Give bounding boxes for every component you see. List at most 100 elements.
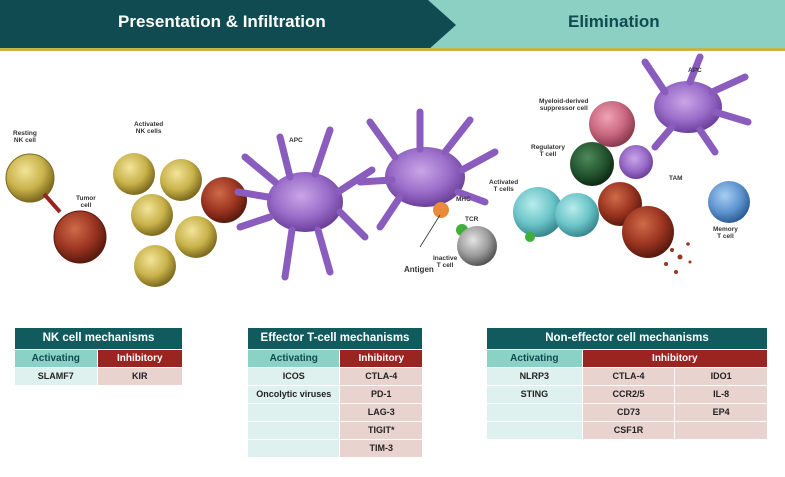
label-line: Activated	[134, 121, 164, 128]
inhibitory-cell: LAG-3	[340, 404, 422, 421]
activating-cell: ICOS	[248, 368, 341, 385]
table-row: TIGIT*	[248, 422, 422, 440]
table-row: Oncolytic viruses PD-1	[248, 386, 422, 404]
header-inhibitory: Inhibitory	[97, 350, 182, 367]
label-line: Memory	[713, 226, 738, 233]
activating-cell	[487, 404, 583, 421]
label-line: Myeloid-derived	[539, 98, 589, 105]
non-effector-cell-mechanisms-table: Non-effector cell mechanisms Activating …	[487, 328, 767, 439]
table-row: CD73 EP4	[487, 404, 767, 422]
header-activating: Activating	[15, 350, 98, 367]
tcr-receptor	[525, 232, 535, 242]
activated-nk-cell	[131, 194, 173, 236]
activated-nk-cell	[160, 159, 202, 201]
label-line: T cell	[539, 151, 557, 159]
immune-cell-illustration	[5, 53, 752, 287]
inactive-t-cell	[457, 226, 497, 266]
regulatory-t-cell	[570, 142, 614, 186]
activating-cell: STING	[487, 386, 583, 403]
apc-cell	[234, 126, 376, 281]
inhibitory-cell: CTLA-4	[340, 368, 422, 385]
activating-cell	[248, 404, 341, 421]
banner-presentation-arrow	[0, 0, 456, 50]
activated-nk-cell	[113, 153, 155, 195]
apc-cell	[641, 53, 752, 156]
effector-t-cell-mechanisms-table: Effector T-cell mechanisms Activating In…	[248, 328, 422, 457]
inhibitory-cell: KIR	[97, 368, 182, 385]
inhibitory-cell: CTLA-4	[582, 368, 676, 385]
activating-cell: SLAMF7	[15, 368, 98, 385]
label-activated-nk: Activated NK cells	[134, 121, 163, 136]
activating-cell: Oncolytic viruses	[248, 386, 341, 403]
label-line: Activated	[489, 179, 519, 186]
label-line: suppressor cell	[539, 105, 588, 113]
myeloid-derived-suppressor-cell	[589, 101, 635, 147]
label-line: Inactive	[433, 255, 458, 262]
table-row: TIM-3	[248, 440, 422, 457]
activated-nk-cell	[175, 216, 217, 258]
label-resting-nk: Resting NK cell	[13, 130, 37, 145]
label-tam: TAM	[669, 175, 683, 182]
inhibitory-cell: IDO1	[675, 368, 767, 385]
label-memory-t: Memory T cell	[713, 226, 738, 241]
memory-t-cell	[708, 181, 750, 223]
resting-nk-cell	[5, 153, 55, 203]
inhibitory-cell: PD-1	[340, 386, 422, 403]
tam-cell	[619, 145, 653, 179]
table-header-row: Activating Inhibitory	[487, 350, 767, 368]
table-title: Non-effector cell mechanisms	[487, 328, 767, 350]
header-inhibitory: Inhibitory	[340, 350, 422, 367]
header-activating: Activating	[487, 350, 583, 367]
header-activating: Activating	[248, 350, 341, 367]
label-line: cell	[80, 202, 92, 210]
banner-title-elimination: Elimination	[568, 12, 660, 31]
inhibitory-cell: TIGIT*	[340, 422, 422, 439]
inhibitory-cell: CCR2/5	[582, 386, 676, 403]
antigen-pointer	[419, 214, 441, 248]
inhibitory-cell	[675, 422, 767, 439]
table-title: NK cell mechanisms	[15, 328, 182, 350]
label-tcr: TCR	[465, 216, 479, 223]
activating-cell	[248, 440, 341, 457]
label-line: T cell	[717, 233, 734, 241]
nk-mechanisms-table: NK cell mechanisms Activating Inhibitory…	[15, 328, 182, 385]
table-row: CSF1R	[487, 422, 767, 439]
activated-t-cell	[513, 187, 563, 237]
table-row: LAG-3	[248, 404, 422, 422]
label-line: NK cell	[13, 137, 36, 145]
label-apc-right: APC	[688, 67, 702, 74]
tumor-cell	[622, 206, 674, 258]
label-mhc: MHC	[456, 196, 471, 203]
label-line: Tumor	[76, 195, 96, 202]
tumor-cell	[201, 177, 247, 223]
header-inhibitory: Inhibitory	[582, 350, 767, 367]
phase-banner	[0, 0, 785, 50]
banner-underline	[0, 48, 785, 51]
label-activated-t: Activated T cells	[489, 179, 518, 194]
apc-cell	[356, 108, 499, 231]
inhibitory-cell: EP4	[675, 404, 767, 421]
table-header-row: Activating Inhibitory	[15, 350, 182, 368]
nk-tumor-contact	[42, 192, 62, 214]
label-tumor-cell: Tumor cell	[76, 195, 96, 210]
activated-t-cell	[555, 193, 599, 237]
antigen-mhc-complex	[433, 202, 449, 218]
activating-cell	[487, 422, 583, 439]
label-inactive-t: Inactive T cell	[433, 255, 457, 270]
inhibitory-cell: CSF1R	[582, 422, 676, 439]
label-apc-left: APC	[289, 137, 303, 144]
table-title: Effector T-cell mechanisms	[248, 328, 422, 350]
inhibitory-cell: IL-8	[675, 386, 767, 403]
activating-cell	[248, 422, 341, 439]
label-antigen: Antigen	[404, 265, 434, 274]
table-row: SLAMF7 KIR	[15, 368, 182, 385]
table-row: ICOS CTLA-4	[248, 368, 422, 386]
label-line: Resting	[13, 130, 37, 137]
inhibitory-cell: TIM-3	[340, 440, 422, 457]
label-line: T cell	[436, 262, 454, 270]
activating-cell: NLRP3	[487, 368, 583, 385]
activated-nk-cell	[134, 245, 176, 287]
table-row: STING CCR2/5 IL-8	[487, 386, 767, 404]
inhibitory-cell: CD73	[582, 404, 676, 421]
label-line: Regulatory	[531, 144, 565, 151]
